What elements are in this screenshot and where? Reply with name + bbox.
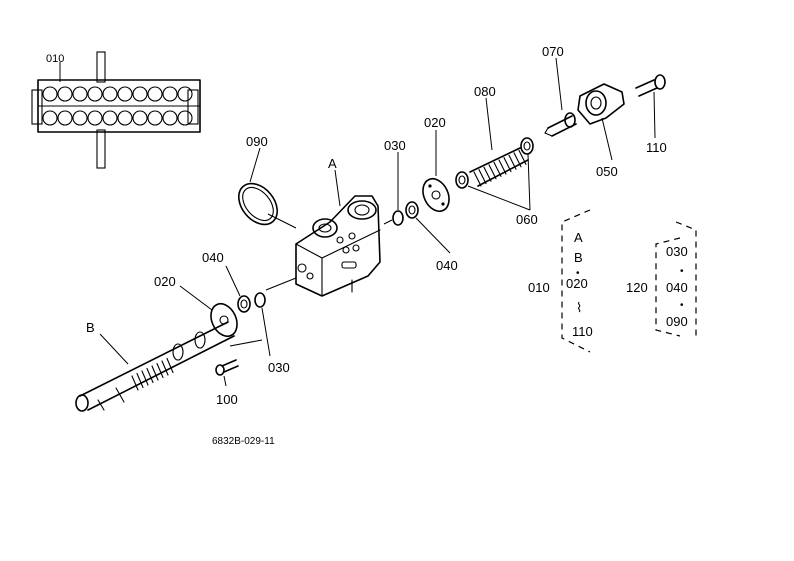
spring-coil (483, 166, 492, 182)
spool-coil (166, 357, 174, 374)
o-ring-030-bottom (254, 292, 266, 308)
spool-coil (146, 367, 154, 384)
valve-body-A (295, 195, 381, 297)
thumbnail-section-circle (87, 86, 103, 102)
spool-coil (136, 372, 144, 389)
spring-coil (473, 171, 482, 187)
thumbnail-section-circle (42, 110, 58, 126)
screw-100 (215, 359, 239, 376)
spring-080 (469, 147, 529, 187)
legend-010-bracket (561, 209, 591, 353)
legend-120-bracket-left (655, 237, 681, 337)
plate-020-left (210, 302, 238, 338)
leader-lines (59, 57, 656, 387)
spring-coil (508, 154, 517, 170)
legend-120-item-1: 030 (666, 244, 688, 259)
callout-100: 100 (216, 392, 238, 407)
thumbnail-section-circle (87, 110, 103, 126)
thumbnail-section-circle (147, 110, 163, 126)
thumbnail-section-circle (57, 110, 73, 126)
callout-020-top: 020 (424, 115, 446, 130)
poppet-070 (544, 112, 577, 137)
callout-080: 080 (474, 84, 496, 99)
callout-010: 010 (46, 53, 64, 65)
thumbnail-section-circle (147, 86, 163, 102)
legend-010-item-1: A (574, 230, 583, 245)
thumbnail-section-circle (57, 86, 73, 102)
legend-010-item-4: 110 (572, 324, 593, 339)
thumbnail-section-circle (132, 110, 148, 126)
seat-060-b (520, 137, 534, 155)
spool-coil (161, 360, 169, 376)
o-ring-030-top (392, 210, 404, 226)
thumbnail-section-circle (42, 86, 58, 102)
legend-120-dot-2: • (680, 300, 684, 311)
callout-040-right: 040 (436, 258, 458, 273)
o-ring-090 (237, 182, 279, 226)
ring-040-right (405, 201, 419, 219)
spool-B (75, 321, 235, 412)
callout-060: 060 (516, 212, 538, 227)
legend-010-item-3: 020 (566, 276, 588, 291)
callout-110: 110 (646, 140, 667, 155)
callout-030-top: 030 (384, 138, 406, 153)
legend-120-item-3: 090 (666, 314, 688, 329)
spring-coil (488, 164, 497, 180)
thumbnail-section-circle (132, 86, 148, 102)
cap-050 (577, 83, 625, 125)
thumbnail-section-circle (162, 86, 178, 102)
spring-coil (498, 159, 507, 175)
spring-coil (503, 157, 512, 173)
bolt-110 (635, 74, 666, 97)
callout-090: 090 (246, 134, 268, 149)
spring-coil (513, 152, 522, 168)
callout-020-left: 020 (154, 274, 176, 289)
thumbnail-section-circle (162, 110, 178, 126)
thumbnail-section-circle (177, 110, 193, 126)
callout-B: B (86, 320, 95, 335)
callout-050: 050 (596, 164, 618, 179)
legend-120-item-2: 040 (666, 280, 688, 295)
thumbnail-section-circle (72, 86, 88, 102)
spring-coil (518, 149, 527, 165)
legend-010-dot: • (576, 268, 580, 279)
spring-coil (493, 161, 502, 177)
drawing-code: 6832B-029-11 (212, 436, 275, 447)
ring-040-left (237, 295, 251, 313)
seat-060-a (455, 171, 469, 189)
callout-A: A (328, 156, 337, 171)
legend-010-item-2: B (574, 250, 583, 265)
callout-030-bottom: 030 (268, 360, 290, 375)
legend-120-parent: 120 (626, 280, 648, 295)
spool-coil (151, 365, 159, 381)
legend-120-dot-1: • (680, 266, 684, 277)
thumbnail-section-circle (102, 110, 118, 126)
valve-assembly-thumbnail (31, 51, 201, 169)
thumbnail-section-circle (102, 86, 118, 102)
callout-070: 070 (542, 44, 564, 59)
spool-coil (156, 362, 164, 379)
legend-010-parent: 010 (528, 280, 550, 295)
thumbnail-section-circle (117, 86, 133, 102)
thumbnail-section-circle (72, 110, 88, 126)
legend-010-range: ⌇ (576, 300, 582, 315)
spool-coil (141, 370, 149, 386)
thumbnail-section-circle (177, 86, 193, 102)
spool-coil (131, 375, 139, 391)
thumbnail-section-circle (117, 110, 133, 126)
spring-coil (478, 169, 487, 185)
plate-020-top (422, 177, 450, 213)
callout-040-left: 040 (202, 250, 224, 265)
